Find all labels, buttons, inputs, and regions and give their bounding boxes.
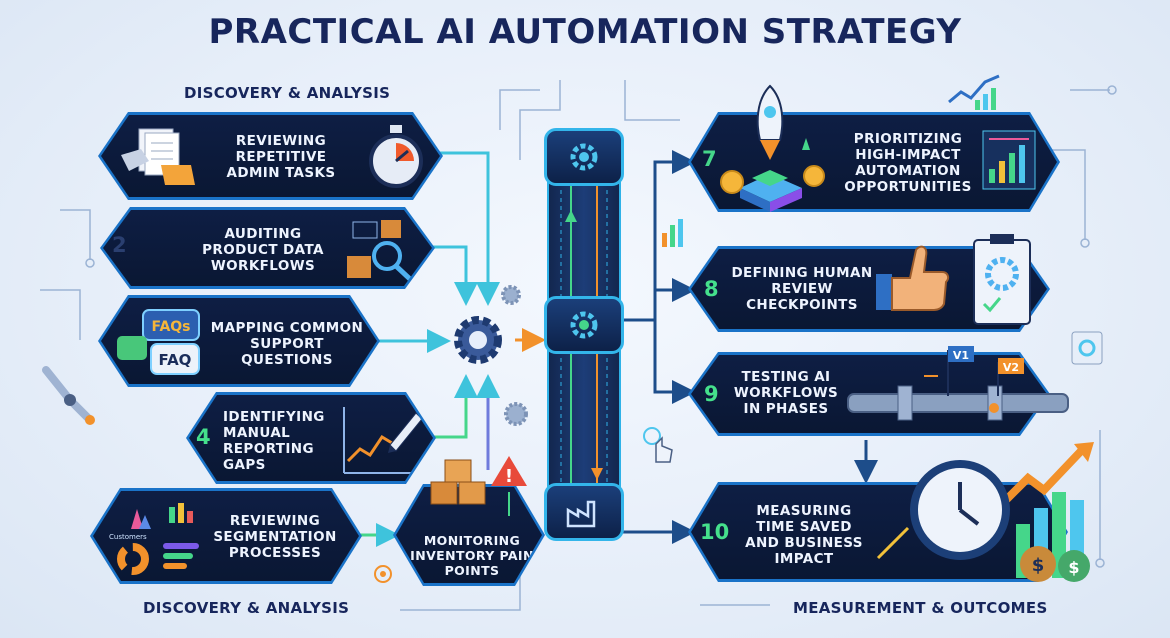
segmentation-chart-icon: Customers	[107, 499, 207, 579]
dashboard-bars-icon	[981, 129, 1037, 193]
step-label: PRIORITIZING HIGH-IMPACT AUTOMATION OPPO…	[844, 131, 972, 195]
section-label-measurement: MEASUREMENT & OUTCOMES	[793, 599, 1048, 617]
svg-text:!: !	[505, 466, 513, 487]
step-label: REVIEWING REPETITIVE ADMIN TASKS	[226, 133, 336, 181]
spine-node-factory	[544, 483, 624, 541]
gear-icon	[570, 143, 598, 171]
thumbs-up-clipboard-icon	[876, 234, 1031, 325]
step-number-4: 4	[196, 425, 211, 449]
step-label: MAPPING COMMON SUPPORT QUESTIONS	[210, 320, 364, 368]
documents-folder-icon	[119, 125, 199, 189]
stopwatch-icon	[366, 123, 426, 191]
svg-text:$: $	[1032, 555, 1045, 576]
settings-window-icon	[1071, 331, 1103, 365]
customers-text: Customers	[109, 533, 147, 541]
step-number-2: 2	[112, 233, 127, 257]
central-gear-icon	[454, 316, 502, 364]
step-label: IDENTIFYING MANUAL REPORTING GAPS	[223, 409, 325, 473]
step-number-9: 9	[704, 382, 719, 406]
step-number-8: 8	[704, 277, 719, 301]
clock-growth-icon: $ $	[876, 442, 1094, 582]
step-card-5: REVIEWING SEGMENTATION PROCESSES Custome…	[90, 488, 362, 584]
target-icon	[374, 565, 392, 583]
trend-chart-icon	[948, 74, 1000, 110]
robot-arm-icon	[42, 366, 95, 425]
section-label-discovery-bottom: DISCOVERY & ANALYSIS	[143, 599, 350, 617]
svg-text:$: $	[1068, 558, 1079, 577]
step-label: AUDITING PRODUCT DATA WORKFLOWS	[202, 226, 324, 274]
step-number-10: 10	[700, 520, 730, 544]
inventory-boxes-icon: !	[430, 456, 527, 516]
step-label: REVIEWING SEGMENTATION PROCESSES	[213, 513, 337, 561]
step-number-7: 7	[702, 147, 717, 171]
step-card-1: REVIEWING REPETITIVE ADMIN TASKS	[98, 112, 443, 200]
small-gear-icon	[504, 402, 528, 426]
faq-bubbles-icon: FAQs FAQ	[115, 306, 205, 382]
page-title: PRACTICAL AI AUTOMATION STRATEGY	[208, 12, 962, 52]
factory-icon	[566, 500, 596, 528]
magnifier-boxes-icon	[341, 216, 421, 286]
pointer-hand-icon	[643, 427, 673, 463]
v1-text: V1	[953, 349, 969, 362]
small-gear-icon	[501, 285, 521, 305]
bar-chart-icon	[662, 219, 683, 247]
pipeline-versions-icon: V1 V2	[847, 346, 1069, 421]
step-card-3: MAPPING COMMON SUPPORT QUESTIONS FAQs FA…	[98, 295, 380, 387]
spine-node-gear-middle	[544, 296, 624, 354]
faq-text: FAQ	[159, 351, 192, 369]
step-label: MONITORING INVENTORY PAIN POINTS	[410, 533, 534, 578]
step-label: MEASURING TIME SAVED AND BUSINESS IMPACT	[745, 503, 863, 567]
gear-icon	[570, 311, 598, 339]
step-label: DEFINING HUMAN REVIEW CHECKPOINTS	[731, 265, 873, 313]
step-label: TESTING AI WORKFLOWS IN PHASES	[733, 369, 839, 417]
step-card-4: IDENTIFYING MANUAL REPORTING GAPS	[186, 392, 436, 484]
step-card-2: AUDITING PRODUCT DATA WORKFLOWS	[100, 207, 435, 289]
faqs-text: FAQs	[151, 319, 190, 335]
section-label-discovery-top: DISCOVERY & ANALYSIS	[184, 84, 391, 102]
pen-chart-icon	[334, 403, 424, 479]
rocket-coins-icon	[720, 84, 825, 212]
v2-text: V2	[1003, 361, 1019, 374]
spine-node-gear-top	[544, 128, 624, 186]
